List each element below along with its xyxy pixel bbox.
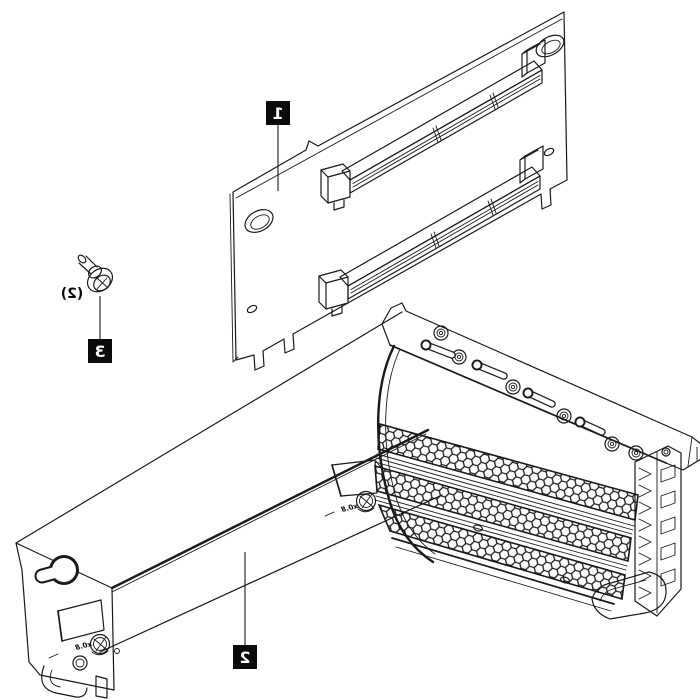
- flange-keyholes: [420, 339, 606, 436]
- callout-1-label: 1: [272, 104, 283, 123]
- board-keyhole-left: [244, 209, 274, 233]
- flange-end-screw: [661, 447, 671, 457]
- cage-side-arm: x0.8 x0.8: [15, 311, 443, 699]
- thumbscrew-engraving-left: x0.8: [74, 640, 93, 652]
- board-small-hole-left: [246, 304, 258, 314]
- vent-panel-honeycomb: [374, 422, 639, 612]
- latch-rail: [591, 445, 682, 620]
- arm-fold-edge: [110, 428, 430, 590]
- callout-2-badge: 2: [233, 645, 257, 669]
- arm-thumbscrew-mid: [355, 490, 377, 513]
- screw-quantity-label: (2): [61, 286, 84, 302]
- screw-icon: [77, 254, 114, 293]
- board-keyhole-top: [535, 34, 565, 58]
- callout-3-label: 3: [94, 342, 105, 361]
- arm-thumbscrew-left: [89, 633, 111, 656]
- pcie-slot-connector-upper: [320, 39, 546, 211]
- flange-grommets: [433, 325, 644, 461]
- callout-1-badge: 1: [266, 101, 290, 125]
- cage-top-flange: [381, 302, 700, 471]
- arm-keyhole: [34, 555, 79, 585]
- arm-foot-hook: [41, 665, 88, 698]
- latch-foot: [591, 571, 667, 620]
- riser-cage: x0.8 x0.8 2: [15, 302, 700, 699]
- arm-grommet-left: [72, 655, 88, 671]
- board-small-hole-right: [543, 147, 555, 157]
- thumbscrew-engraving-mid: x0.8: [340, 502, 359, 514]
- callout-3-badge: 3: [88, 339, 112, 363]
- pcie-slot-connector-lower: [318, 145, 544, 317]
- captive-screw: (2) 3: [61, 254, 114, 363]
- riser-card-board-outline: [232, 11, 568, 371]
- board-top-edge-inner: [235, 18, 563, 199]
- callout-2-label: 2: [239, 648, 250, 667]
- board-edge-thickness: [229, 193, 239, 363]
- riser-card: 1: [229, 11, 568, 371]
